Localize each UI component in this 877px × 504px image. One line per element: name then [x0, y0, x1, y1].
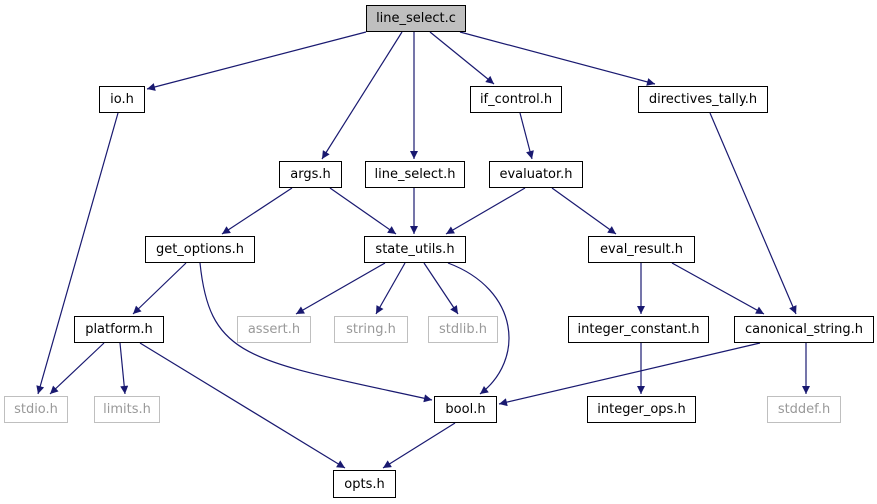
edge-evaluator-h-to-eval-result-h	[551, 187, 617, 235]
node-stdlib-h: stdlib.h	[428, 316, 498, 343]
edge-directives-tally-h-to-canonical-string-h	[709, 112, 797, 315]
node-if-control-h[interactable]: if_control.h	[470, 86, 562, 113]
node-label: platform.h	[85, 322, 153, 337]
node-label: stddef.h	[777, 402, 831, 417]
node-label: stdlib.h	[439, 322, 487, 337]
node-integer-constant-h[interactable]: integer_constant.h	[568, 316, 709, 343]
node-label: io.h	[110, 92, 134, 107]
edge-state-utils-h-to-stdlib-h	[423, 262, 459, 315]
node-label: bool.h	[445, 402, 486, 417]
node-opts-h[interactable]: opts.h	[333, 470, 396, 498]
edge-state-utils-h-to-bool-h	[447, 262, 510, 395]
node-label: string.h	[346, 322, 396, 337]
node-label: eval_result.h	[600, 242, 683, 257]
node-limits-h: limits.h	[94, 396, 160, 423]
node-canonical-string-h[interactable]: canonical_string.h	[734, 316, 874, 343]
edge-evaluator-h-to-state-utils-h	[445, 187, 526, 235]
edge-platform-h-to-stdio-h	[49, 342, 105, 395]
edge-args-h-to-get-options-h	[221, 187, 293, 235]
node-stdio-h: stdio.h	[4, 396, 68, 423]
edge-eval-result-h-to-canonical-string-h	[671, 262, 765, 315]
edge-bool-h-to-opts-h	[382, 422, 456, 469]
node-stddef-h: stddef.h	[767, 396, 841, 423]
node-label: args.h	[290, 167, 331, 182]
edge-line-select-c-to-args-h	[321, 31, 403, 160]
node-line-select-c[interactable]: line_select.c	[366, 5, 466, 32]
edge-line-select-c-to-if-control-h	[429, 31, 495, 85]
node-label: evaluator.h	[499, 167, 573, 182]
node-evaluator-h[interactable]: evaluator.h	[489, 161, 583, 188]
node-line-select-h[interactable]: line_select.h	[365, 161, 465, 188]
node-bool-h[interactable]: bool.h	[434, 396, 497, 423]
edge-line-select-c-to-io-h	[146, 31, 367, 91]
node-label: integer_constant.h	[577, 322, 700, 337]
edge-canonical-string-h-to-bool-h	[498, 342, 761, 407]
node-state-utils-h[interactable]: state_utils.h	[364, 236, 466, 263]
node-label: line_select.h	[374, 167, 456, 182]
node-label: state_utils.h	[375, 242, 455, 257]
node-label: opts.h	[344, 476, 385, 492]
edge-if-control-h-to-evaluator-h	[519, 112, 534, 160]
node-label: get_options.h	[155, 242, 245, 257]
edge-line-select-c-to-directives-tally-h	[459, 31, 656, 86]
node-label: stdio.h	[14, 402, 58, 417]
node-io-h[interactable]: io.h	[99, 86, 145, 113]
node-assert-h: assert.h	[237, 316, 311, 343]
edge-get-options-h-to-bool-h	[199, 262, 433, 403]
edge-state-utils-h-to-assert-h	[295, 262, 386, 315]
node-integer-ops-h[interactable]: integer_ops.h	[587, 396, 696, 423]
node-eval-result-h[interactable]: eval_result.h	[588, 236, 695, 263]
edge-platform-h-to-opts-h	[139, 342, 346, 469]
node-label: integer_ops.h	[597, 402, 686, 417]
node-label: canonical_string.h	[744, 322, 864, 337]
edge-platform-h-to-limits-h	[119, 342, 129, 395]
edge-state-utils-h-to-string-h	[375, 262, 406, 315]
edge-io-h-to-stdio-h	[36, 112, 119, 395]
node-get-options-h[interactable]: get_options.h	[145, 236, 255, 263]
node-label: directives_tally.h	[648, 92, 758, 107]
node-label: line_select.c	[376, 11, 456, 26]
edge-args-h-to-state-utils-h	[329, 187, 397, 235]
node-string-h: string.h	[334, 316, 408, 343]
node-label: assert.h	[247, 322, 301, 337]
node-directives-tally-h[interactable]: directives_tally.h	[638, 86, 768, 113]
node-label: if_control.h	[479, 92, 553, 107]
node-args-h[interactable]: args.h	[279, 161, 342, 188]
node-label: limits.h	[103, 402, 151, 417]
edge-get-options-h-to-platform-h	[132, 262, 187, 315]
node-platform-h[interactable]: platform.h	[74, 316, 164, 343]
